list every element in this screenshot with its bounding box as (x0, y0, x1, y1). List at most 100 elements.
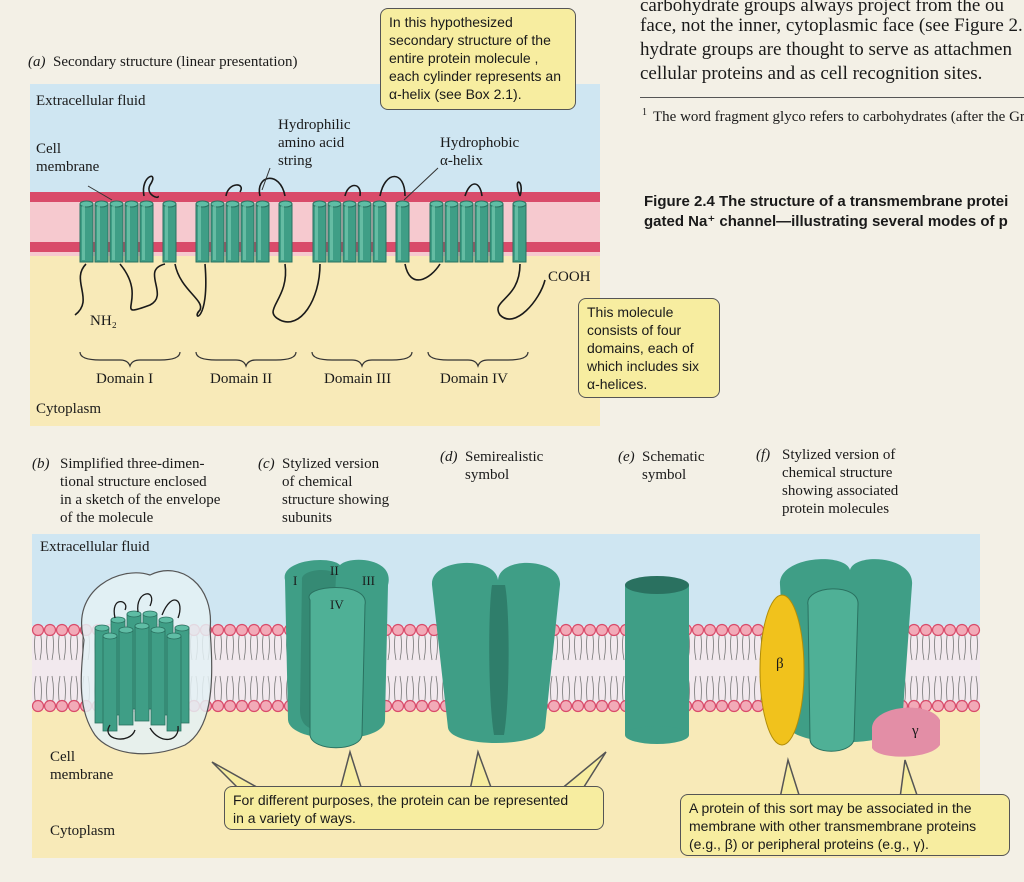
lipid-head (727, 623, 741, 637)
gamma-protein (871, 707, 940, 757)
cylinder-highlight (432, 206, 435, 260)
panel-caption: Stylized version (282, 456, 380, 472)
lipid-head (571, 699, 585, 713)
lipid-head (583, 699, 597, 713)
gamma-label: γ (912, 723, 919, 739)
footnote-number: 1 (642, 107, 647, 118)
cylinder-highlight (281, 206, 284, 260)
footnote-text: The word fragment glyco refers to carboh… (653, 109, 1024, 125)
cylinder-highlight (165, 206, 168, 260)
alpha-helix-cylinder (489, 200, 504, 263)
alpha-helix-cylinder (327, 200, 342, 263)
panel-b-protein (80, 570, 213, 755)
lipid-head (727, 699, 741, 713)
cylinder-highlight (228, 206, 231, 260)
callout-line: in a variety of ways. (233, 810, 356, 826)
cylinder-highlight (515, 206, 518, 260)
lipid-head (43, 623, 57, 637)
cylinder-top (327, 200, 342, 208)
panel-title: Secondary structure (linear presentation… (53, 54, 298, 70)
lipid-head (967, 623, 981, 637)
loop (161, 599, 181, 619)
cylinder-bottom (625, 726, 689, 744)
lipid-head (223, 699, 237, 713)
cylinder-top (210, 200, 225, 208)
lipid-head (235, 699, 249, 713)
alpha-helix-cylinder (474, 200, 489, 263)
lipid-head (715, 623, 729, 637)
cylinder-top (395, 200, 410, 208)
panel-f-protein (759, 559, 940, 757)
leader-line (403, 167, 439, 201)
lipid-head (955, 699, 969, 713)
lipid-head (943, 623, 957, 637)
lipid-head (211, 699, 225, 713)
cylinder-highlight (243, 206, 246, 260)
alpha-helix-cylinder (109, 200, 124, 263)
cylinder-top (625, 576, 689, 594)
panel-caption: Schematic (642, 449, 705, 465)
cylinder-highlight (447, 206, 450, 260)
lipid-head (43, 699, 57, 713)
lipid-head (67, 699, 81, 713)
lipid-head (415, 623, 429, 637)
alpha-helix-cylinder (240, 200, 255, 263)
cylinder-highlight (360, 206, 363, 260)
cytoplasm-label: Cytoplasm (50, 823, 116, 839)
subunit-label: I (293, 573, 298, 588)
domain-label: Domain II (210, 371, 273, 387)
alpha-helix-cylinder (512, 200, 527, 263)
cylinder-top (124, 200, 139, 208)
cylinder-top (142, 610, 158, 618)
lipid-head (907, 623, 921, 637)
lipid-head (271, 699, 285, 713)
cytoplasm-region (30, 256, 600, 426)
lipid-head (595, 699, 609, 713)
helix-cylinder (134, 622, 150, 722)
figure-caption: gated Na⁺ channel—illustrating several m… (644, 213, 1008, 230)
cytoplasm-label: Cytoplasm (36, 401, 102, 417)
c-terminus-string (497, 263, 546, 320)
subunit-label: IV (330, 597, 344, 612)
lipid-head (67, 623, 81, 637)
cylinder-top (150, 626, 166, 634)
panel-caption: symbol (642, 467, 687, 483)
book-text-line: face, not the inner, cytoplasmic face (s… (640, 15, 1023, 36)
panel-caption: Simplified three-dimen- (60, 456, 205, 472)
cylinder-highlight (112, 206, 115, 260)
callout-line: α-helices. (587, 376, 648, 392)
lipid-head (559, 623, 573, 637)
cylinder-top (444, 200, 459, 208)
callout-line: membrane with other transmembrane protei… (689, 818, 977, 834)
footnote-rule (640, 97, 1024, 98)
domain-brace (427, 351, 529, 368)
lipid-head (403, 699, 417, 713)
alpha-helix-cylinder (210, 200, 225, 263)
book-text-line: hydrate groups are thought to serve as a… (640, 39, 1012, 60)
panel-label: (c) (258, 456, 275, 472)
cylinder-top (372, 200, 387, 208)
alpha-helix-cylinder (429, 200, 444, 263)
alpha-helix-cylinder (195, 200, 210, 263)
loop (149, 725, 179, 741)
lipid-head (247, 699, 261, 713)
lipid-head (931, 699, 945, 713)
leader-line (261, 167, 271, 191)
cylinder-top (240, 200, 255, 208)
subunit-iv (308, 587, 366, 749)
panel-caption: of the molecule (60, 510, 154, 526)
cylinder-top (118, 626, 134, 634)
cylinder-top (166, 632, 182, 640)
panel-caption: structure showing (282, 492, 390, 508)
cylinder-top (342, 200, 357, 208)
panel-caption: showing associated (782, 483, 899, 499)
callout-line: which includes six (587, 358, 700, 374)
lipid-head (559, 699, 573, 713)
helix-group (79, 200, 527, 263)
helix-cylinder (150, 626, 166, 726)
lipid-head (955, 623, 969, 637)
hydrophilic-label: amino acid (278, 135, 345, 151)
membrane-outer-layer (30, 192, 600, 202)
subunit-label: III (362, 573, 375, 588)
hydrophilic-loop (272, 263, 321, 323)
